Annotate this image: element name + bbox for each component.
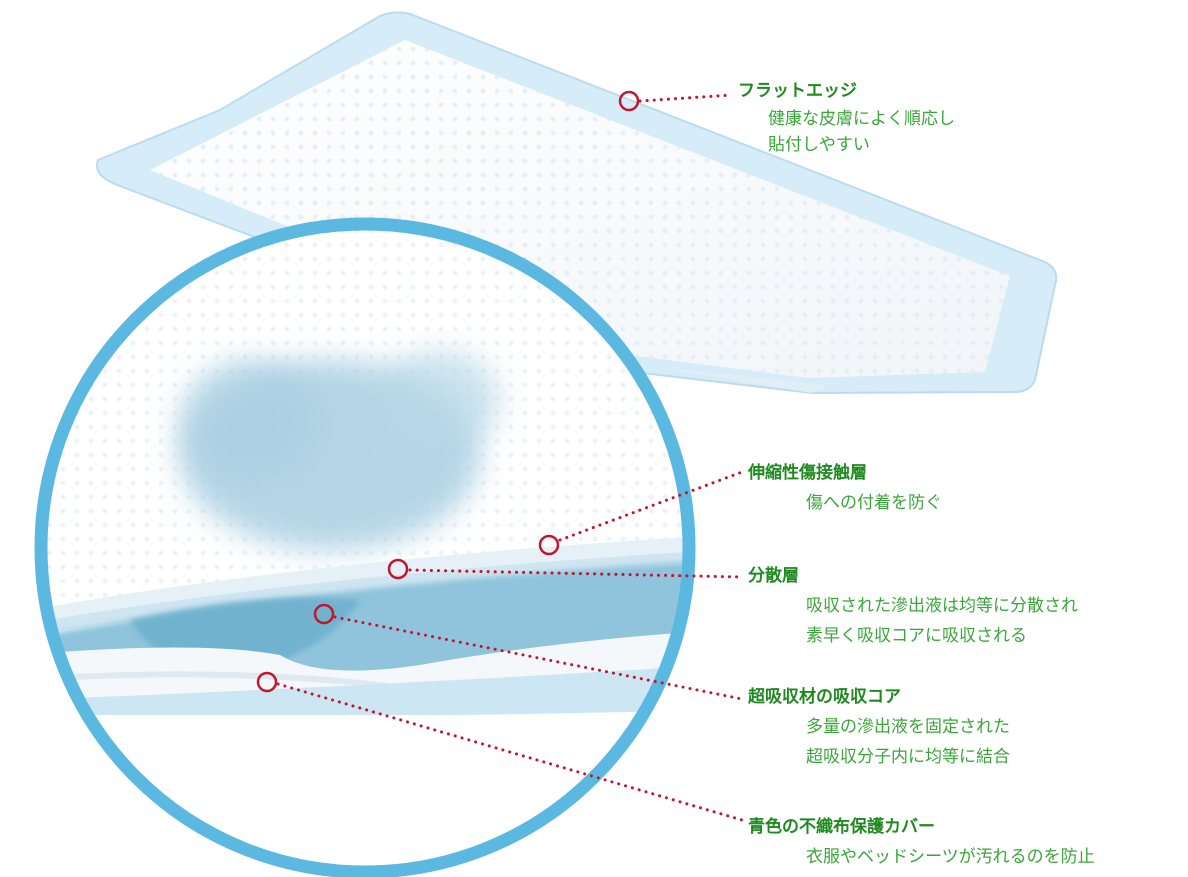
callout-title: 分散層 xyxy=(748,566,799,586)
callout-title: 伸縮性傷接触層 xyxy=(748,463,867,483)
callout-cover: 青色の不織布保護カバー 衣服やベッドシーツが汚れるのを防止 xyxy=(748,816,1095,872)
callout-desc-line: 超吸収分子内に均等に結合 xyxy=(806,747,1010,767)
leader-wound-layer xyxy=(558,470,744,542)
magnifier-ring xyxy=(34,217,696,877)
callout-leaders xyxy=(276,93,744,822)
callout-desc-line: 吸収された滲出液は均等に分散され xyxy=(806,596,1078,616)
callout-markers xyxy=(256,90,640,693)
callout-title: 超吸収材の吸収コア xyxy=(748,687,901,707)
leader-disperse xyxy=(408,568,744,579)
leader-cover xyxy=(276,682,744,822)
callout-desc-line: 素早く吸収コアに吸収される xyxy=(806,626,1027,646)
callout-title: フラットエッジ xyxy=(738,81,857,101)
dressing-pad xyxy=(96,11,1058,395)
marker-core xyxy=(313,603,335,625)
callout-core: 超吸収材の吸収コア 多量の滲出液を固定された 超吸収分子内に均等に結合 xyxy=(748,686,1010,772)
marker-disperse xyxy=(387,558,409,580)
marker-flat-edge xyxy=(618,90,640,112)
callout-title: 青色の不織布保護カバー xyxy=(748,817,935,837)
callout-disperse: 分散層 吸収された滲出液は均等に分散され 素早く吸収コアに吸収される xyxy=(748,565,1078,651)
callout-wound-layer: 伸縮性傷接触層 傷への付着を防ぐ xyxy=(748,462,942,518)
callout-desc-line: 貼付しやすい xyxy=(768,135,870,155)
callout-desc-line: 健康な皮膚によく順応し xyxy=(768,109,955,129)
magnified-view xyxy=(34,217,696,877)
callout-desc-line: 多量の滲出液を固定された xyxy=(806,717,1010,737)
callout-flat-edge: フラットエッジ 健康な皮膚によく順応し 貼付しやすい xyxy=(738,80,955,158)
marker-wound-layer xyxy=(538,534,560,556)
leader-flat-edge xyxy=(638,93,734,103)
marker-cover xyxy=(256,671,278,693)
callout-desc-line: 衣服やベッドシーツが汚れるのを防止 xyxy=(806,847,1095,867)
callout-desc-line: 傷への付着を防ぐ xyxy=(806,493,942,513)
